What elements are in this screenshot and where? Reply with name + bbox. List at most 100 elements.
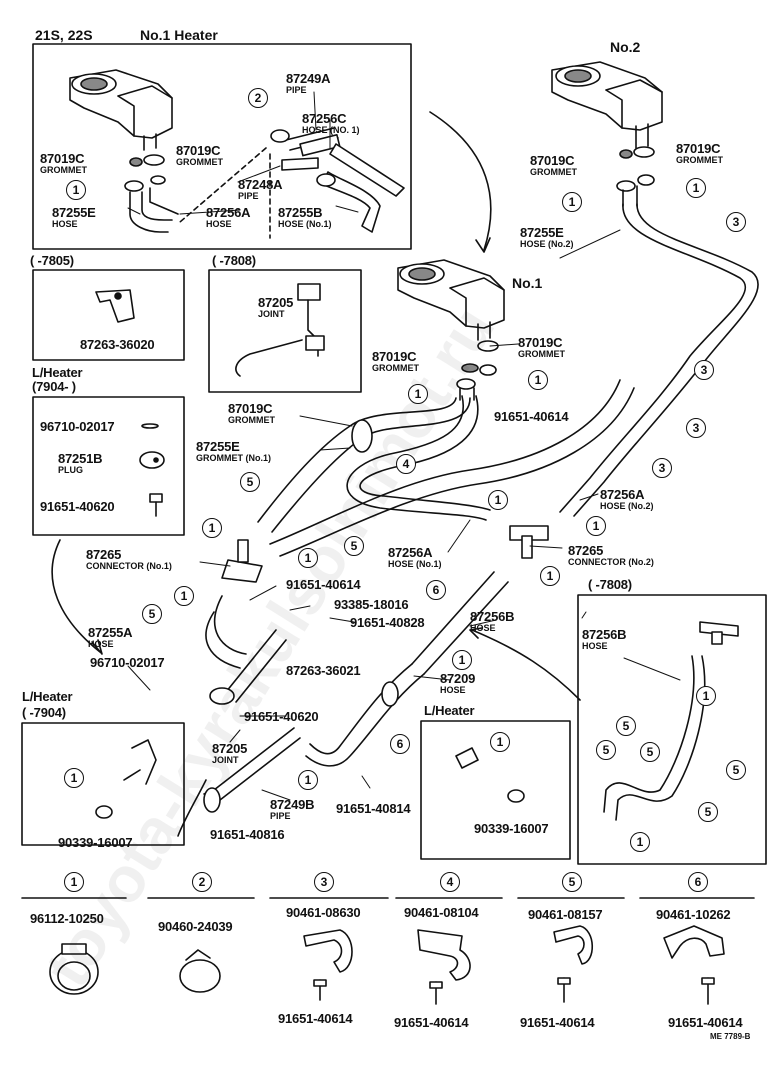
desc-87256A-inset: HOSE — [206, 219, 232, 229]
callout-1: 1 — [540, 566, 560, 586]
part-96710-02017: 96710-02017 — [90, 655, 165, 670]
part-87255E-no2: 87255E — [520, 225, 564, 240]
desc-87019C-no2-b: GROMMET — [530, 167, 577, 177]
arrow-bottom — [177, 779, 207, 837]
callout-1: 1 — [64, 768, 84, 788]
callout-6: 6 — [390, 734, 410, 754]
callout-1: 1 — [174, 586, 194, 606]
hose-87256A-no2 — [269, 379, 635, 557]
part-87019C-inset-a: 87019C — [176, 143, 221, 158]
leader-lines — [127, 91, 681, 801]
inset-box-21s-22s — [32, 43, 412, 250]
heater-no2-title: No.2 — [610, 39, 641, 55]
part-87255E-inset: 87255E — [52, 205, 96, 220]
legend-num-5: 5 — [562, 872, 582, 892]
callout-1: 1 — [66, 180, 86, 200]
heater-no1-body — [397, 259, 505, 341]
hose-87256B — [411, 571, 509, 675]
callout-1: 1 — [696, 686, 716, 706]
callout-2: 2 — [248, 88, 268, 108]
callout-1: 1 — [408, 384, 428, 404]
legend-num-2: 2 — [192, 872, 212, 892]
hose-87256A-no1 — [346, 395, 491, 521]
callout-4: 4 — [396, 454, 416, 474]
connector-87265-no2 — [509, 525, 549, 559]
part-87249A: 87249A — [286, 71, 331, 86]
desc-87019C-no2-a: GROMMET — [676, 155, 723, 165]
callout-3: 3 — [686, 418, 706, 438]
legend-bolt-6: 91651-40614 — [668, 1015, 743, 1030]
legend-part-1: 96112-10250 — [30, 911, 104, 926]
part-87256A-inset: 87256A — [206, 205, 251, 220]
desc-87248A: PIPE — [238, 191, 259, 201]
desc-87019C-no1-a: GROMMET — [518, 349, 565, 359]
legend-clamp-1 — [49, 943, 99, 995]
legend-num-3: 3 — [314, 872, 334, 892]
range-7904-b: ( -7904) — [22, 705, 66, 720]
callout-5: 5 — [640, 742, 660, 762]
part-87256A-no2: 87256A — [600, 487, 645, 502]
bracket-87263-36020 — [95, 289, 135, 323]
legend-part-4: 90461-08104 — [404, 905, 479, 920]
desc-87019C-inset-a: GROMMET — [176, 157, 223, 167]
legend-clip-3 — [303, 929, 353, 1001]
part-87019C-inset-b: 87019C — [40, 151, 85, 166]
no2-grommets — [616, 146, 655, 207]
part-87205-inset: 87205 — [258, 295, 294, 310]
callout-5: 5 — [616, 716, 636, 736]
arrow-right — [471, 629, 581, 701]
desc-87255E-main: GROMMET (No.1) — [196, 453, 271, 463]
callout-1: 1 — [490, 732, 510, 752]
arrow-right-head — [469, 627, 483, 639]
part-87256C: 87256C — [302, 111, 347, 126]
legend-part-6: 90461-10262 — [656, 907, 731, 922]
arrow-left-head — [91, 639, 103, 655]
part-87019C-no2-a: 87019C — [676, 141, 721, 156]
callout-3: 3 — [652, 458, 672, 478]
heater-no1-title: No.1 Heater — [140, 27, 218, 43]
desc-87019C-no1-b: GROMMET — [372, 363, 419, 373]
range-7808-b: ( -7808) — [588, 577, 632, 592]
part-91651-40828: 91651-40828 — [350, 615, 425, 630]
callout-1: 1 — [202, 518, 222, 538]
callout-1: 1 — [298, 770, 318, 790]
part-91651-40620-inset: 91651-40620 — [40, 499, 115, 514]
desc-87255E-no2: HOSE (No.2) — [520, 239, 574, 249]
legend-bolt-4: 91651-40614 — [394, 1015, 469, 1030]
callout-3: 3 — [694, 360, 714, 380]
l-heater-inset-parts — [95, 739, 525, 819]
legend-clip-5 — [553, 925, 594, 1003]
model-label: 21S, 22S — [35, 27, 93, 43]
range-7805: ( -7805) — [30, 253, 74, 268]
part-87019C-no1-a: 87019C — [518, 335, 563, 350]
callout-1: 1 — [562, 192, 582, 212]
grommet-87209 — [381, 681, 399, 707]
inset-box-lheater-c — [420, 720, 571, 860]
range-7808: ( -7808) — [212, 253, 256, 268]
hose-87255E-no2 — [559, 203, 759, 517]
callout-1: 1 — [586, 516, 606, 536]
part-96710-02017-inset: 96710-02017 — [40, 419, 115, 434]
inset-box-7904-lheater — [32, 396, 185, 536]
legend-bolt-3: 91651-40614 — [278, 1011, 353, 1026]
callout-1: 1 — [488, 490, 508, 510]
arrow-left — [51, 539, 101, 653]
legend-bolt-5: 91651-40614 — [520, 1015, 595, 1030]
part-90339-16007-b: 90339-16007 — [474, 821, 549, 836]
inset-box-7805 — [32, 269, 185, 361]
part-87248A: 87248A — [238, 177, 283, 192]
callout-6: 6 — [426, 580, 446, 600]
desc-87209: HOSE — [440, 685, 466, 695]
inset-grommets-and-hoses — [124, 127, 405, 239]
desc-87019C-inset-b: GROMMET — [40, 165, 87, 175]
lheater-label-3: L/Heater — [424, 703, 475, 718]
part-87249B: 87249B — [270, 797, 315, 812]
callout-1: 1 — [686, 178, 706, 198]
desc-87256B-inset: HOSE — [582, 641, 608, 651]
part-93385-18016: 93385-18016 — [334, 597, 409, 612]
part-87255A: 87255A — [88, 625, 133, 640]
callout-3: 3 — [726, 212, 746, 232]
part-87209: 87209 — [440, 671, 476, 686]
desc-87255B: HOSE (No.1) — [278, 219, 332, 229]
legend-clip-4 — [417, 929, 471, 1005]
